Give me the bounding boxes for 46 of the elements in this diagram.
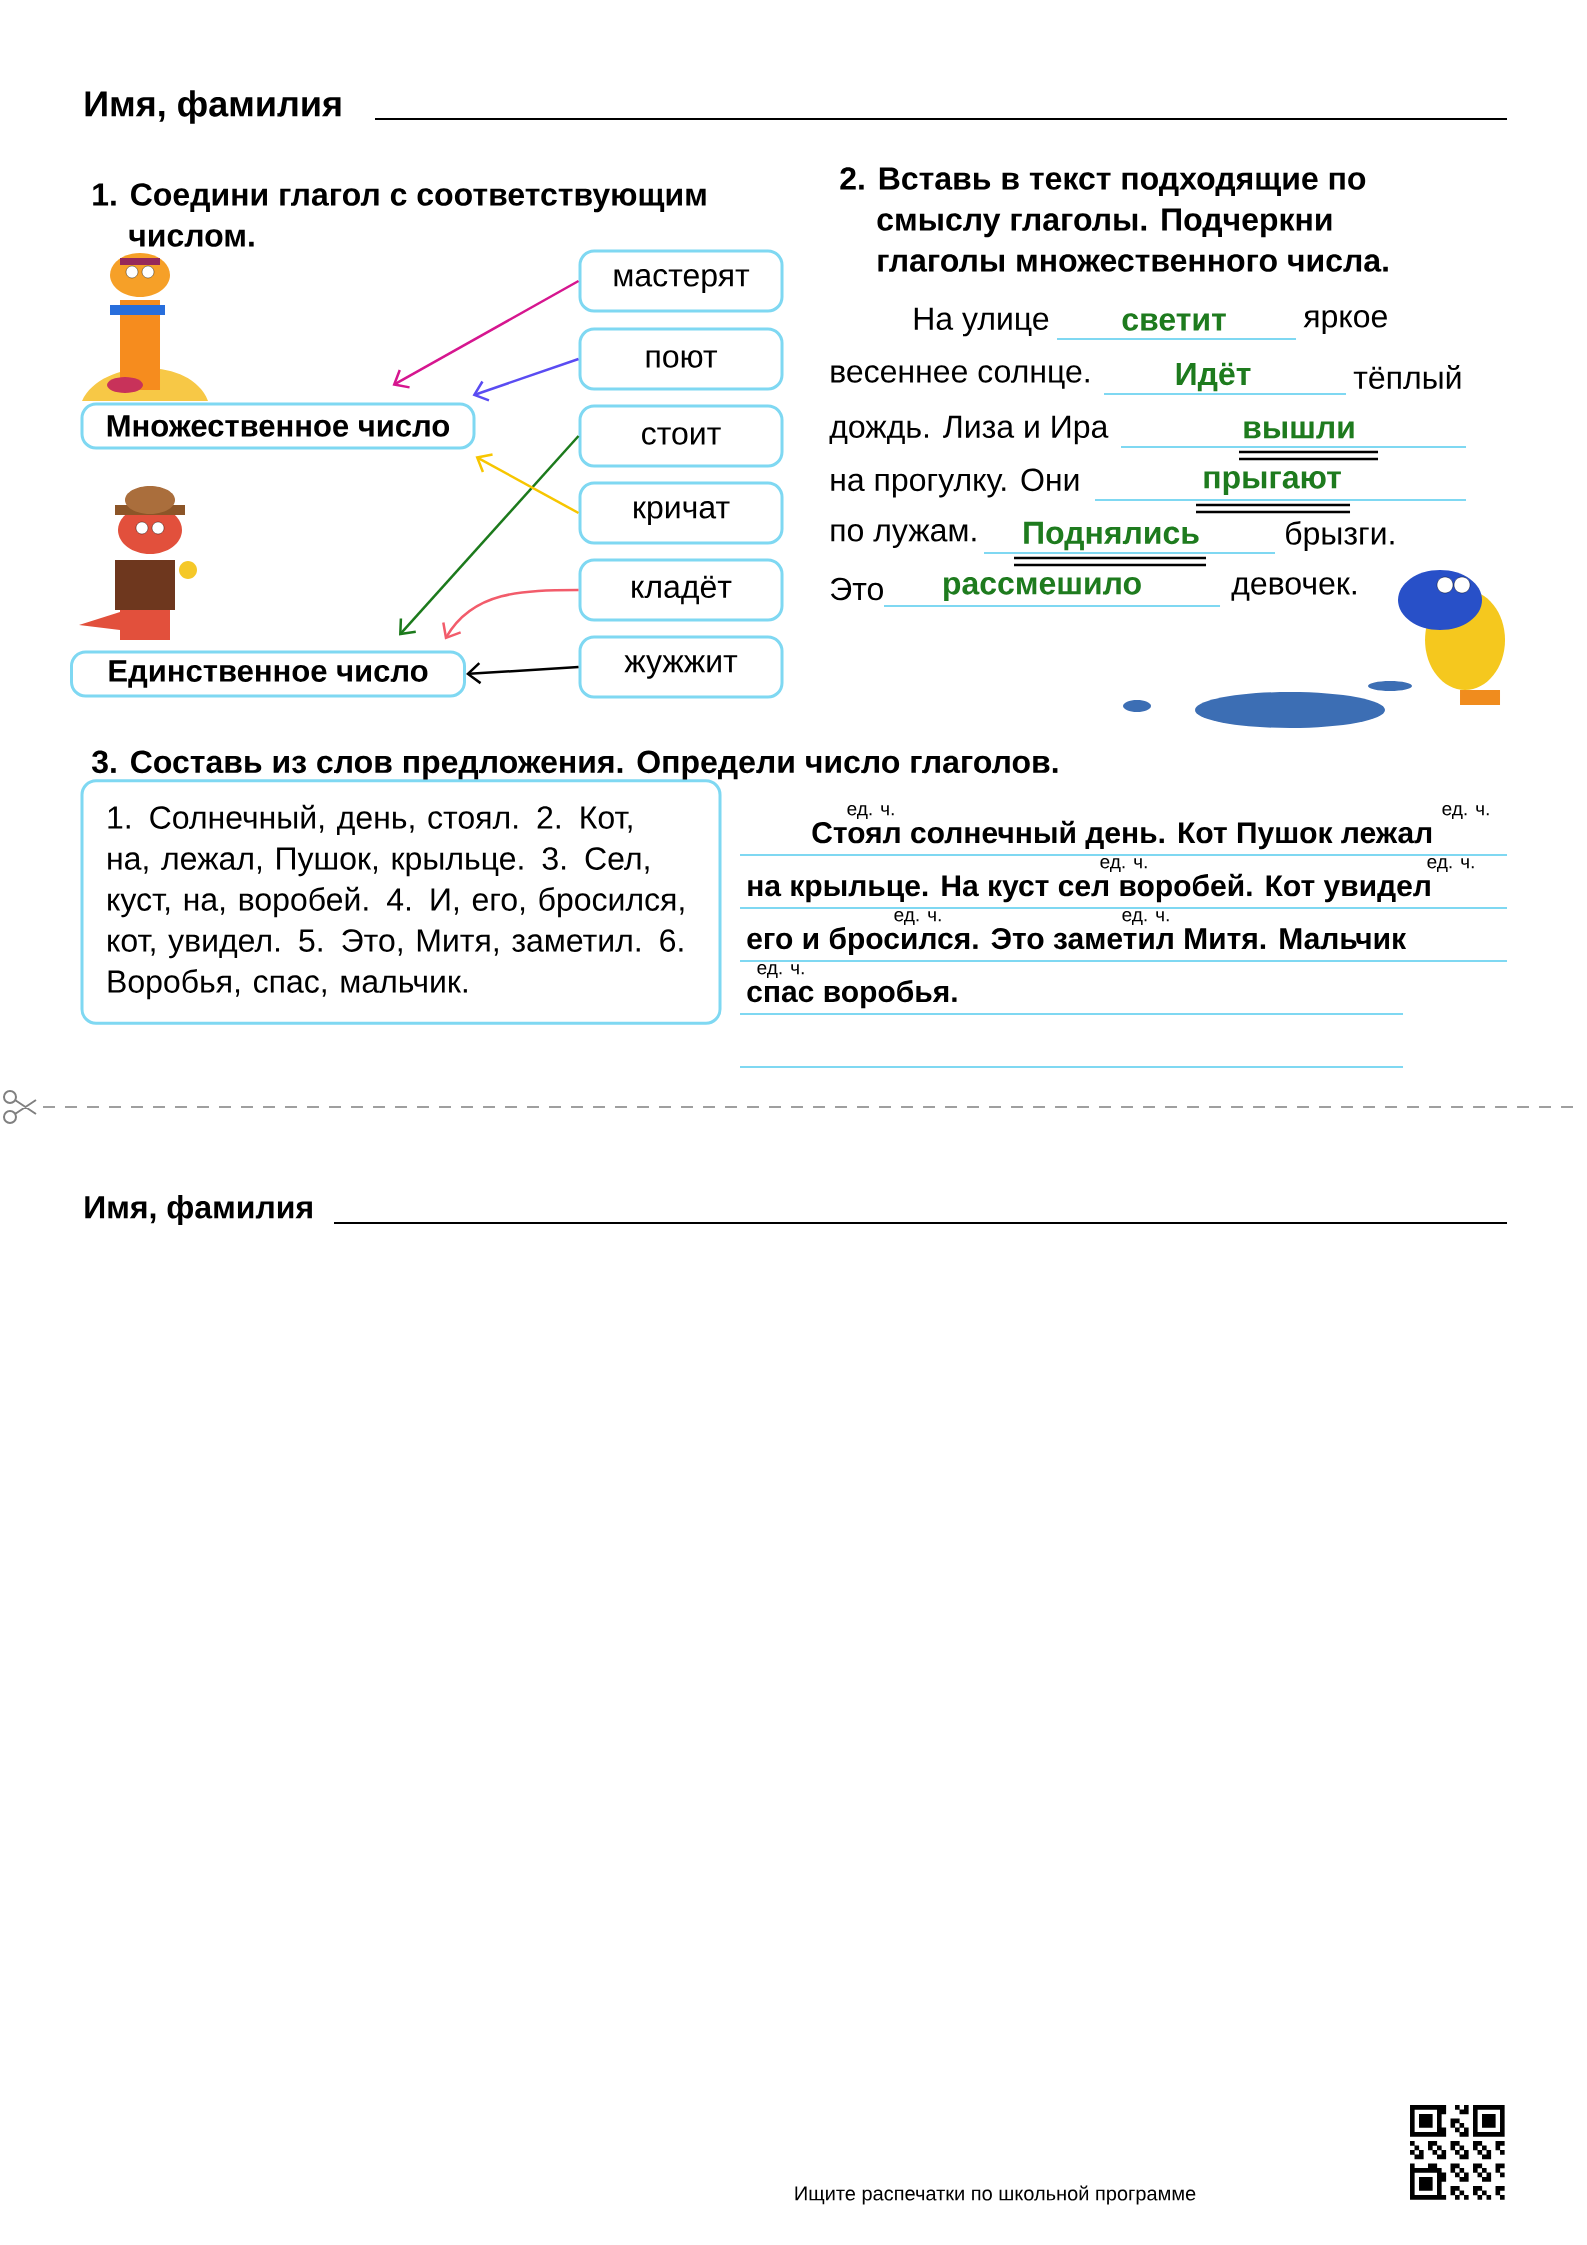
- sentence: на крыльце. На куст сел воробей. Кот увидел: [748, 873, 1430, 903]
- answer: рассмешило: [944, 577, 1141, 601]
- answer: прыгают: [1204, 471, 1341, 495]
- answer: Поднялись: [1024, 521, 1199, 551]
- word-box: жужжит: [578, 635, 784, 699]
- answer: Идёт: [1176, 362, 1251, 392]
- name-label: Имя, фамилия: [85, 1195, 312, 1225]
- task-heading: 2. Вставь в текст подходящие по смыслу глаголы. Подчеркни глаголы множественного числа.: [840, 167, 1388, 272]
- name-label: Имя, фамилия: [85, 90, 341, 124]
- word-box: кричат: [578, 481, 784, 545]
- arrow: [392, 279, 580, 389]
- word-list-box: 1. Солнечный, день, стоял. 2. Кот, на, лежал, Пушок, крыльце. 3. Сел, куст, на, воробей. 4. И, его, бросился, кот, увидел. 5. Это, Митя, заметил. 6. Воробья, спас, мальчик.: [80, 779, 722, 1025]
- number-mark: ед. ч.: [1100, 858, 1147, 872]
- footer-text: Ищите распечатки по школьной программе: [795, 2185, 1196, 2205]
- category-box: Множественное число: [80, 402, 476, 450]
- word-box: поют: [578, 327, 784, 391]
- text: на прогулку. Они: [831, 468, 1079, 498]
- text: тёплый: [1353, 365, 1461, 390]
- arrow: [442, 588, 579, 640]
- arrow: [399, 435, 580, 636]
- arrow: [466, 662, 579, 685]
- text: по лужам.: [831, 524, 976, 548]
- task-heading: 3. Составь из слов предложения. Определи число глаголов.: [91, 750, 1058, 780]
- word-box: кладёт: [578, 558, 784, 622]
- number-mark: ед. ч.: [894, 911, 941, 925]
- text: дождь. Лиза и Ира: [829, 415, 1109, 445]
- text: На улице: [914, 307, 1049, 337]
- word-box: стоит: [578, 404, 784, 468]
- task-heading: 1. Соедини глагол с соответствующим числом.: [93, 183, 706, 247]
- sentence: Стоял солнечный день. Кот Пушок лежал: [812, 820, 1432, 850]
- word-box: мастерят: [578, 249, 784, 313]
- text: девочек.: [1231, 577, 1356, 601]
- number-mark: ед. ч.: [1122, 911, 1169, 925]
- number-mark: ед. ч.: [757, 964, 804, 978]
- answer: светит: [1122, 313, 1226, 331]
- category-box: Единственное число: [70, 650, 466, 698]
- text: брызги.: [1286, 520, 1394, 552]
- answer: вышли: [1244, 421, 1354, 439]
- number-mark: ед. ч.: [847, 805, 894, 819]
- arrow: [475, 453, 580, 515]
- text: яркое: [1303, 310, 1387, 334]
- arrow: [472, 357, 579, 402]
- number-mark: ед. ч.: [1427, 858, 1474, 872]
- text: весеннее солнце.: [831, 365, 1089, 389]
- number-mark: ед. ч.: [1442, 805, 1489, 819]
- text: Это: [830, 577, 883, 601]
